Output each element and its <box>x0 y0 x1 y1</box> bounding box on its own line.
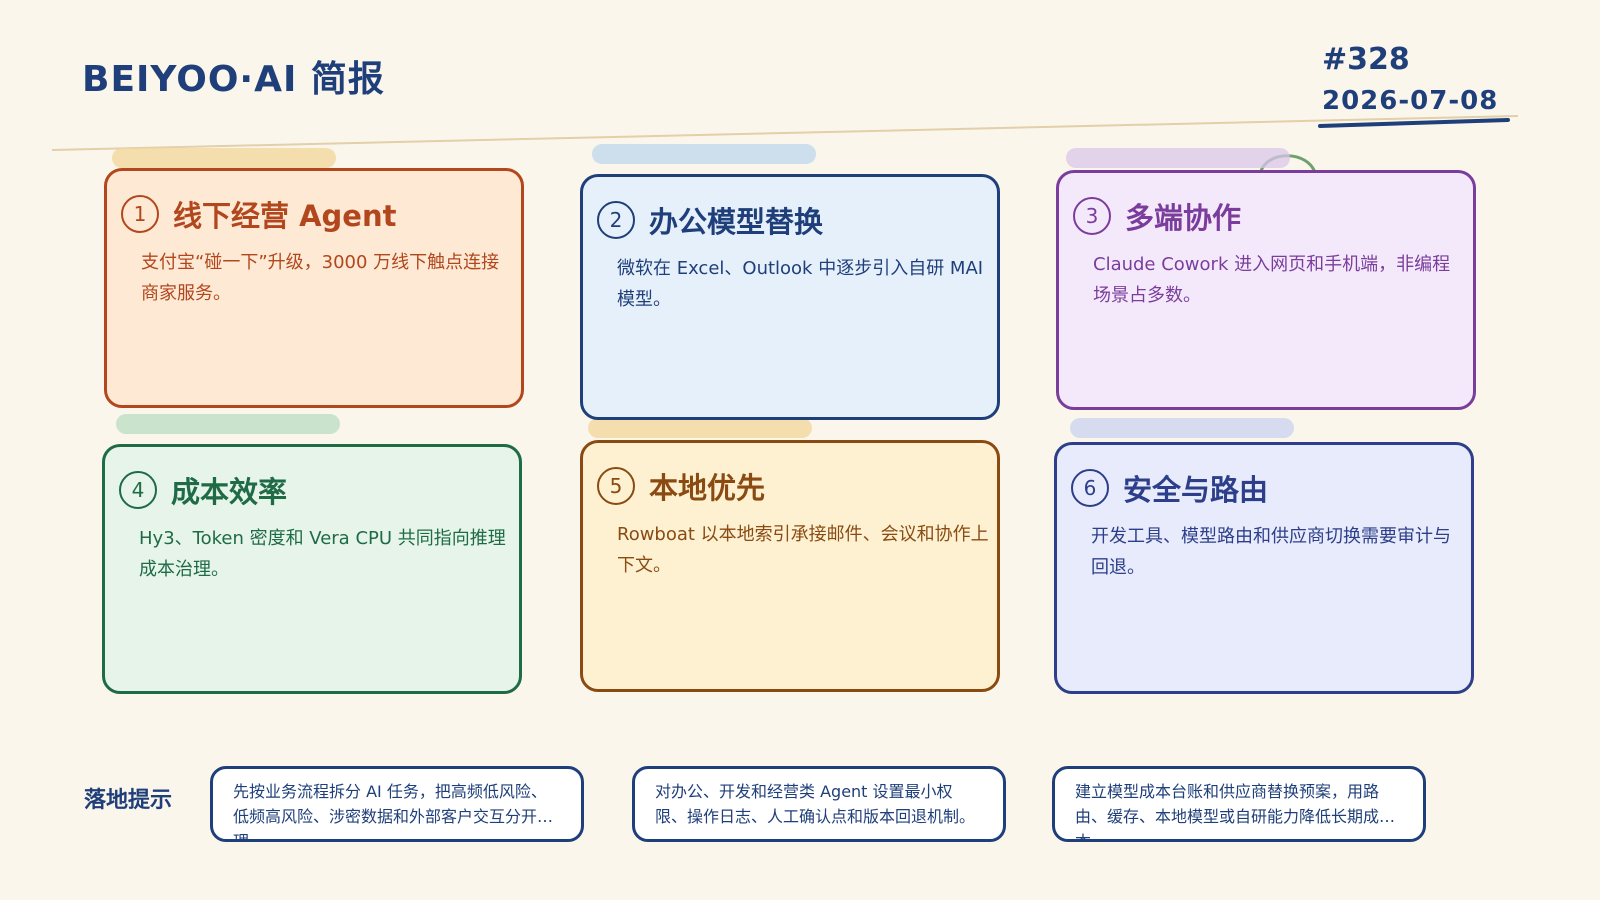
card-title: 办公模型替换 <box>649 205 824 239</box>
issue-number: #328 <box>1322 42 1410 77</box>
tape-decoration <box>112 148 336 168</box>
news-card-6: 6 安全与路由 开发工具、模型路由和供应商切换需要审计与回退。 <box>1054 442 1474 694</box>
issue-date: 2026-07-08 <box>1322 86 1499 116</box>
tip-box-1: 先按业务流程拆分 AI 任务，把高频低风险、低频高风险、涉密数据和外部客户交互分… <box>210 766 584 842</box>
tips-label: 落地提示 <box>84 788 173 813</box>
card-title: 成本效率 <box>171 475 288 509</box>
card-body: 开发工具、模型路由和供应商切换需要审计与回退。 <box>1091 526 1451 578</box>
card-number: 4 <box>119 471 157 509</box>
card-title: 线下经营 Agent <box>173 199 397 233</box>
tape-decoration <box>592 144 816 164</box>
card-title: 多端协作 <box>1125 201 1242 235</box>
card-title: 安全与路由 <box>1123 473 1269 507</box>
card-number: 2 <box>597 201 635 239</box>
tip-box-2: 对办公、开发和经营类 Agent 设置最小权限、操作日志、人工确认点和版本回退机… <box>632 766 1006 842</box>
news-card-3: 3 多端协作 Claude Cowork 进入网页和手机端，非编程场景占多数。 <box>1056 170 1476 410</box>
card-body: Hy3、Token 密度和 Vera CPU 共同指向推理成本治理。 <box>139 528 506 580</box>
card-body: Claude Cowork 进入网页和手机端，非编程场景占多数。 <box>1093 254 1451 306</box>
card-title: 本地优先 <box>649 471 766 505</box>
card-number: 1 <box>121 195 159 233</box>
card-number: 3 <box>1073 197 1111 235</box>
page-title: BEIYOO·AI 简报 <box>82 59 385 100</box>
news-card-5: 5 本地优先 Rowboat 以本地索引承接邮件、会议和协作上下文。 <box>580 440 1000 692</box>
tip-box-3: 建立模型成本台账和供应商替换预案，用路由、缓存、本地模型或自研能力降低长期成本。 <box>1052 766 1426 842</box>
tape-decoration <box>1066 148 1290 168</box>
card-number: 5 <box>597 467 635 505</box>
news-card-4: 4 成本效率 Hy3、Token 密度和 Vera CPU 共同指向推理成本治理… <box>102 444 522 694</box>
card-body: 支付宝“碰一下”升级，3000 万线下触点连接商家服务。 <box>141 252 500 304</box>
news-card-1: 1 线下经营 Agent 支付宝“碰一下”升级，3000 万线下触点连接商家服务… <box>104 168 524 408</box>
card-body: Rowboat 以本地索引承接邮件、会议和协作上下文。 <box>617 524 989 576</box>
tape-decoration <box>1070 418 1294 438</box>
card-body: 微软在 Excel、Outlook 中逐步引入自研 MAI 模型。 <box>617 258 984 310</box>
news-card-2: 2 办公模型替换 微软在 Excel、Outlook 中逐步引入自研 MAI 模… <box>580 174 1000 420</box>
tape-decoration <box>588 418 812 438</box>
card-number: 6 <box>1071 469 1109 507</box>
tape-decoration <box>116 414 340 434</box>
